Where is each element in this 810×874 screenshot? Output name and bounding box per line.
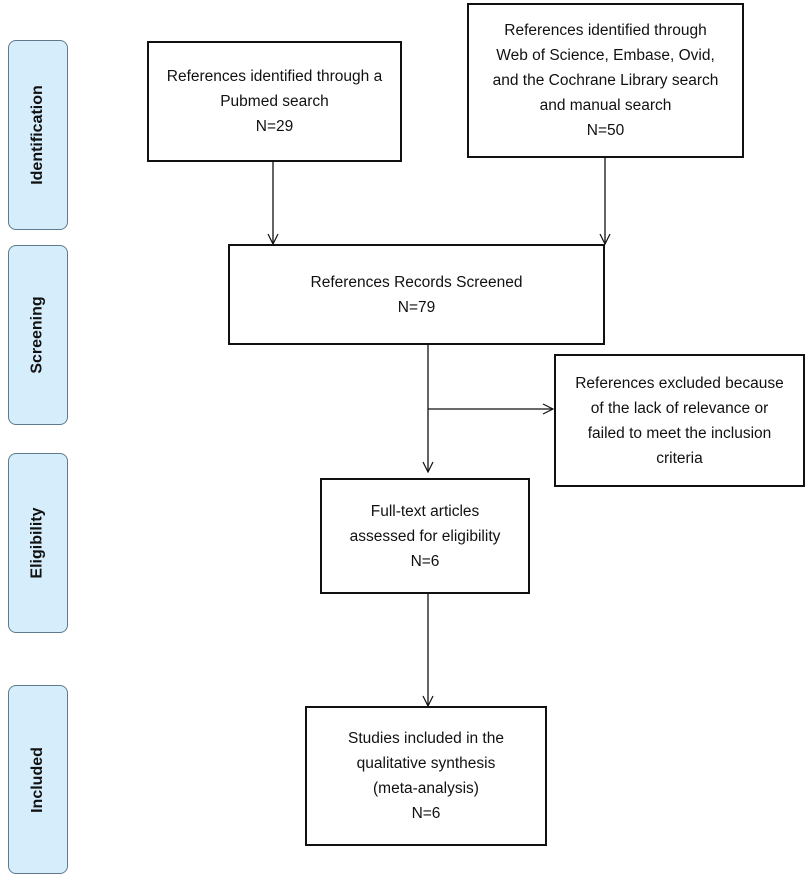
box-fulltext-line-1: Full-text articles: [370, 502, 480, 520]
box-pubmed-line-2: Pubmed search: [220, 93, 329, 110]
box-otherdb-line-1: References identified through: [504, 22, 707, 39]
connector-arrows: [8, 158, 810, 874]
box-screened-count: N=79: [397, 298, 436, 316]
box-studies-included: Studies included in the qualitative synt…: [305, 706, 547, 846]
box-included-line-3: (meta-analysis): [373, 780, 479, 797]
box-excluded-line-4: criteria: [656, 449, 703, 467]
box-included-line-2: qualitative synthesis: [356, 755, 496, 772]
box-fulltext-count: N=6: [410, 552, 440, 570]
box-fulltext-line-2: assessed for eligibility: [349, 527, 501, 545]
box-pubmed-line-1: References identified through a: [166, 68, 383, 85]
box-otherdb-line-2: Web of Science, Embase, Ovid,: [496, 47, 715, 64]
box-pubmed-count: N=29: [255, 118, 294, 135]
box-other-databases: References identified through Web of Sci…: [467, 3, 744, 158]
box-records-screened: References Records Screened N=79: [228, 244, 605, 345]
phase-eligibility: Eligibility: [8, 453, 68, 633]
box-references-excluded: References excluded because of the lack …: [554, 354, 805, 487]
box-otherdb-count: N=50: [586, 122, 625, 139]
phase-included: Included: [8, 685, 68, 874]
box-excluded-line-2: of the lack of relevance or: [590, 399, 769, 417]
box-otherdb-line-3: and the Cochrane Library search: [492, 72, 719, 89]
box-fulltext-assessed: Full-text articles assessed for eligibil…: [320, 478, 530, 594]
box-pubmed-search: References identified through a Pubmed s…: [147, 41, 402, 162]
box-excluded-line-3: failed to meet the inclusion: [587, 424, 772, 442]
phase-identification: Identification: [8, 40, 68, 230]
prisma-flow-diagram: Identification Screening Eligibility Inc…: [8, 3, 810, 874]
box-excluded-line-1: References excluded because: [575, 374, 784, 392]
box-screened-line-1: References Records Screened: [310, 273, 523, 291]
box-included-line-1: Studies included in the: [348, 730, 504, 747]
box-otherdb-line-4: and manual search: [539, 97, 672, 114]
box-included-count: N=6: [411, 805, 441, 822]
phase-screening: Screening: [8, 245, 68, 425]
